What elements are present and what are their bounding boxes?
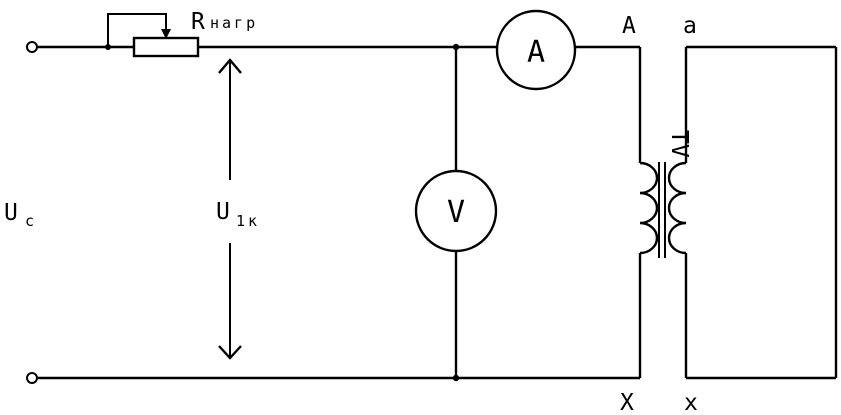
- rheostat-label: R: [191, 9, 205, 35]
- voltmeter: V: [414, 169, 498, 253]
- transformer-secondary: [667, 47, 688, 378]
- ammeter: A: [495, 9, 577, 91]
- voltmeter-branch: [452, 43, 460, 382]
- transformer-label: TV: [666, 130, 692, 158]
- terminal-X-label: X: [620, 390, 634, 415]
- ammeter-letter: A: [527, 35, 545, 70]
- voltage-arrow: [218, 58, 242, 360]
- transformer-core: [658, 162, 666, 258]
- short-circuit-voltage-label: U: [216, 199, 230, 225]
- terminal-a-label: a: [683, 13, 697, 39]
- source-voltage-subscript: с: [25, 212, 34, 230]
- short-circuit-voltage-subscript: 1к: [236, 212, 260, 230]
- secondary-loop: [686, 45, 838, 380]
- source-voltage-label: U: [4, 200, 18, 226]
- rheostat-label-subscript: нагр: [210, 14, 258, 32]
- slider-arrowhead: [161, 29, 171, 39]
- input-terminal-top: [26, 41, 38, 53]
- rheostat: [105, 13, 200, 58]
- voltmeter-letter: V: [447, 195, 465, 230]
- input-terminal-bottom: [26, 372, 38, 384]
- transformer-primary: [638, 47, 659, 378]
- terminal-x-label: x: [684, 390, 698, 415]
- terminal-A-label: A: [622, 13, 636, 39]
